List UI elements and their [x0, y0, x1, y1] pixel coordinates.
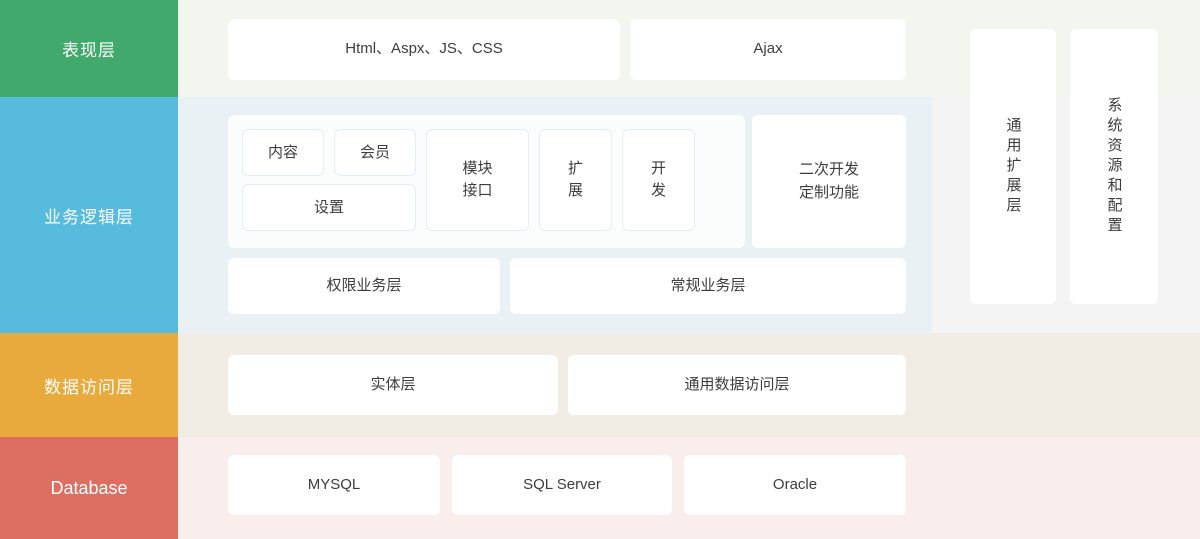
card-html-aspx-js-css: Html、Aspx、JS、CSS	[228, 19, 620, 80]
card-mysql: MYSQL	[228, 455, 440, 515]
sidebar-item-business: 业务逻辑层	[0, 97, 178, 333]
business-module-group: 内容 会员 设置 模块接口 扩展 开发	[228, 115, 745, 248]
sidebar-item-database: Database	[0, 437, 178, 539]
card-extension: 扩展	[539, 129, 612, 231]
card-entity-layer: 实体层	[228, 355, 558, 415]
card-general-business-layer: 常规业务层	[510, 258, 906, 314]
card-permission-business-layer: 权限业务层	[228, 258, 500, 314]
card-general-extension-layer-label: 通用扩展层	[1004, 116, 1022, 217]
card-member: 会员	[334, 129, 416, 176]
sidebar-label-business: 业务逻辑层	[44, 207, 134, 227]
sidebar-label-presentation: 表现层	[62, 41, 116, 60]
card-settings: 设置	[242, 184, 416, 231]
sidebar-label-data-access: 数据访问层	[44, 377, 134, 397]
sidebar-label-database: Database	[50, 477, 128, 498]
card-development: 开发	[622, 129, 695, 231]
sidebar-item-data-access: 数据访问层	[0, 333, 178, 437]
card-general-extension-layer: 通用扩展层	[970, 29, 1056, 304]
card-content: 内容	[242, 129, 324, 176]
card-ajax: Ajax	[630, 19, 906, 80]
sidebar-item-presentation: 表现层	[0, 0, 178, 97]
card-system-resource-config-label: 系统资源和配置	[1105, 96, 1123, 237]
card-system-resource-config: 系统资源和配置	[1070, 29, 1158, 304]
card-module-api: 模块接口	[426, 129, 529, 231]
card-oracle: Oracle	[684, 455, 906, 515]
card-sql-server: SQL Server	[452, 455, 672, 515]
card-general-data-access-layer: 通用数据访问层	[568, 355, 906, 415]
card-secondary-development: 二次开发定制功能	[752, 115, 906, 248]
